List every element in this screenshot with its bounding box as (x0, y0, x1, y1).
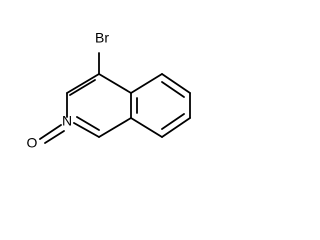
molecule-bonds (39, 52, 191, 144)
bond-c5-c6-double (161, 81, 185, 98)
molecule-structure: Br N O (27, 30, 191, 151)
bond-n-o-double (44, 130, 65, 144)
bond-c4-c3 (66, 73, 100, 94)
bond-c4-c3-double (69, 79, 96, 96)
bond-c8-c8a (130, 117, 163, 138)
bond-c7-c8 (161, 117, 191, 138)
bond-n2-c1 (73, 122, 100, 138)
nitrogen-label: N (62, 113, 72, 129)
atom-labels: Br N O (27, 30, 110, 151)
bond-c1-c8a (98, 117, 132, 138)
bond-c5-c6 (161, 73, 191, 94)
bond-c4a-c4 (98, 73, 132, 94)
bromine-label: Br (95, 30, 109, 46)
bond-c4a-c5 (130, 73, 163, 94)
bond-c7-c8-double (161, 113, 185, 130)
bond-n-o (39, 124, 62, 140)
oxygen-label: O (27, 135, 38, 151)
bond-n2-c1-double (76, 116, 100, 131)
